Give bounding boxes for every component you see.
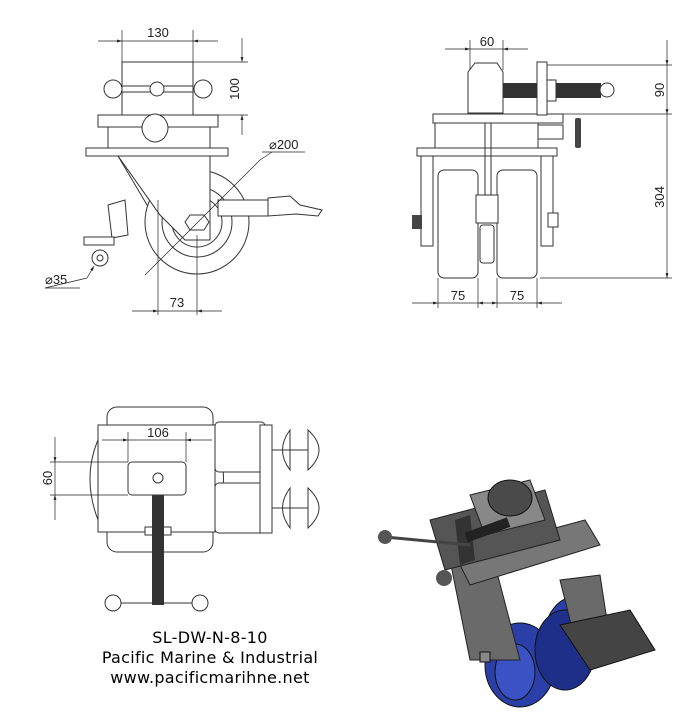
top-view: 106 60 [40, 406, 320, 612]
right-wheel [496, 169, 538, 279]
clamp-jaw [487, 479, 533, 517]
small-caster-bracket [107, 199, 129, 239]
small-wheel [91, 249, 109, 267]
base-plate [85, 147, 229, 157]
clamp-jaw [467, 62, 504, 114]
brake-pedal [267, 195, 323, 217]
website-link[interactable]: www.pacificmarihne.net [110, 668, 310, 687]
dim-130: 130 [147, 25, 169, 40]
brake-pedals [559, 609, 656, 671]
dim-60-top: 60 [40, 471, 55, 485]
dim-90: 90 [652, 83, 667, 97]
dim-35: ⌀35 [45, 272, 67, 287]
front-view: 60 90 304 75 75 [412, 34, 672, 308]
dim-106: 106 [147, 425, 169, 440]
axle-nut [184, 214, 210, 231]
screw [556, 83, 601, 98]
dim-304: 304 [652, 186, 667, 208]
dim-75-right: 75 [510, 288, 524, 303]
caption: SL-DW-N-8-10 Pacific Marine & Industrial… [60, 628, 360, 688]
isometric-view [378, 479, 656, 708]
side-view: 130 100 ⌀200 ⌀35 73 [44, 25, 323, 315]
brake-arm [217, 199, 269, 217]
crank-handle [575, 118, 581, 148]
dim-60: 60 [480, 34, 494, 49]
model-number: SL-DW-N-8-10 [152, 628, 268, 647]
small-caster-brake [475, 194, 499, 224]
dim-75-left: 75 [451, 288, 465, 303]
dim-200: ⌀200 [269, 137, 299, 152]
left-wheel [437, 169, 479, 279]
company-name: Pacific Marine & Industrial [101, 648, 319, 667]
dim-100: 100 [227, 78, 242, 100]
nut [149, 81, 165, 97]
lock-knob [141, 113, 169, 143]
screw [152, 495, 164, 605]
dim-73: 73 [170, 295, 184, 310]
